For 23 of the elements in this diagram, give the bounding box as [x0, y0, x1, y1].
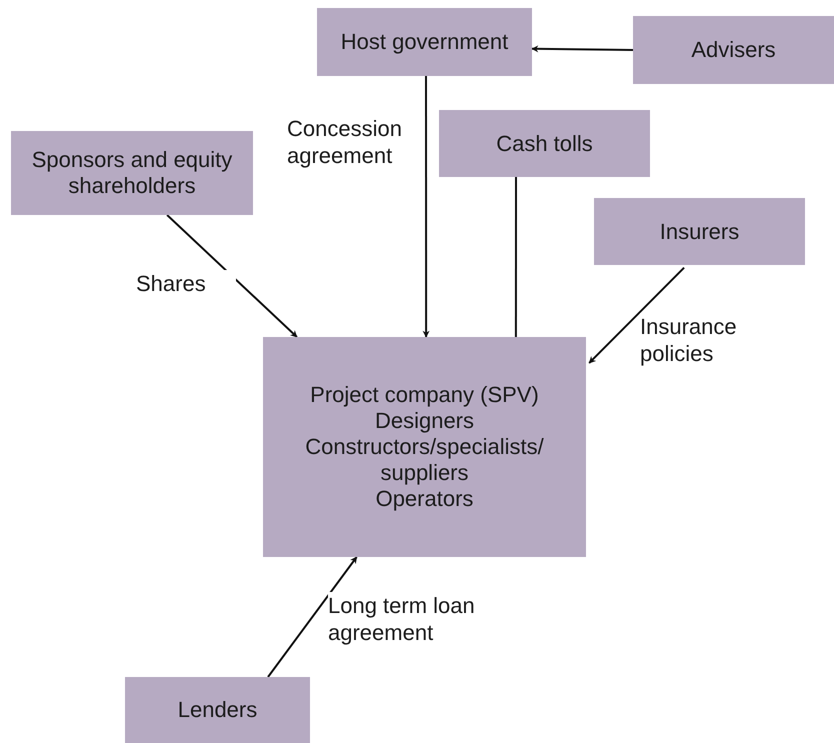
box-label: Host government [340, 29, 508, 55]
arrow [588, 266, 685, 364]
arrow [267, 556, 358, 678]
process-box [594, 198, 805, 265]
arrow [531, 45, 634, 52]
connector-line [514, 177, 518, 337]
box-label: Project company (SPV) [310, 382, 539, 408]
process-box [11, 131, 253, 215]
box-label: Insurers [660, 218, 740, 244]
box-label: Constructors/specialists/ suppliers [304, 434, 545, 486]
arrow [166, 214, 298, 338]
arrow [422, 76, 430, 338]
box-label: Operators [376, 486, 474, 512]
box-label: Advisers [691, 37, 776, 63]
process-box [633, 16, 834, 84]
process-box [317, 8, 532, 76]
box-label: Cash tolls [496, 130, 593, 156]
box-label: Lenders [178, 697, 258, 723]
process-box [439, 110, 650, 177]
process-box [263, 337, 586, 557]
box-label: Designers [374, 408, 474, 434]
process-box [125, 677, 310, 743]
box-label: Sponsors and equity shareholders [30, 147, 234, 199]
